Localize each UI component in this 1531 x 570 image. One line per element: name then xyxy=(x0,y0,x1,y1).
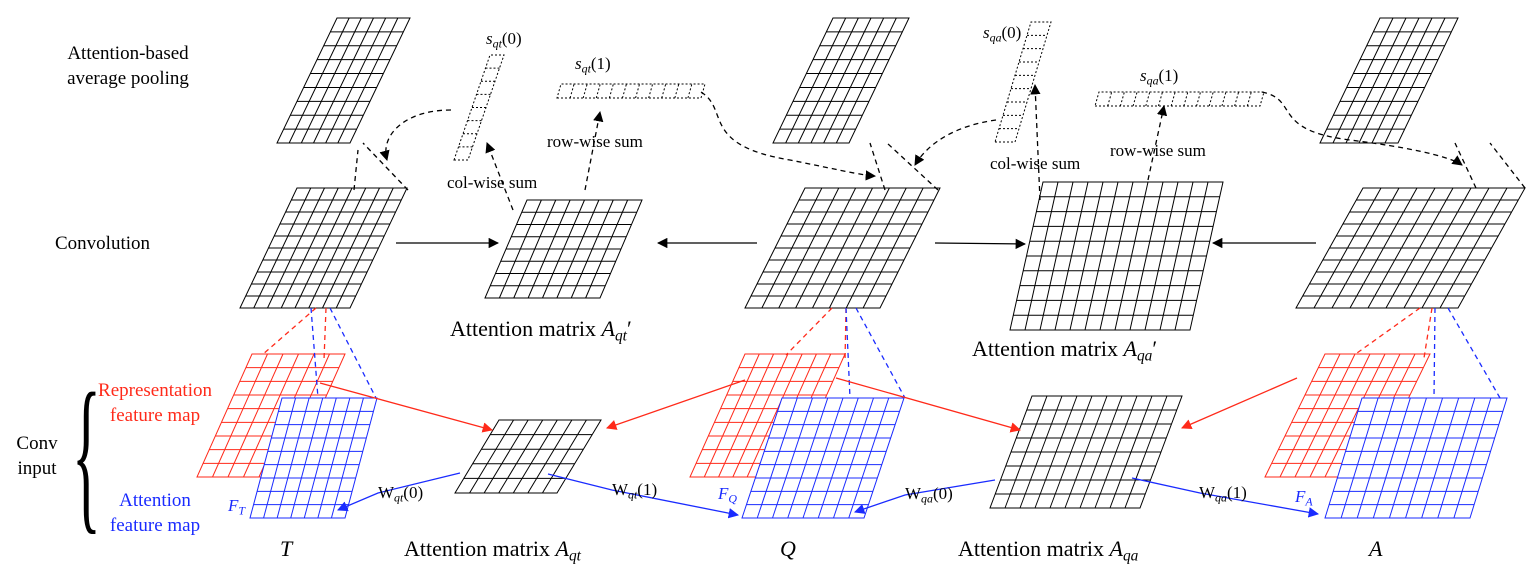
attention-matrix-qt-prime-grid xyxy=(484,199,643,299)
input-T-label: T xyxy=(280,536,293,561)
conv-grid-T xyxy=(239,187,408,309)
w-qa-1-label: Wqa(1) xyxy=(1199,483,1247,505)
s-qt-1-label: sqt(1) xyxy=(575,54,611,76)
connector-layer xyxy=(261,83,1526,519)
input-T-attention xyxy=(249,397,378,519)
colsum-arrow-qt xyxy=(485,142,514,211)
proj-in-T-b1 xyxy=(310,307,319,399)
proj-in-A-r1 xyxy=(1356,307,1421,354)
convolution-row-label: Convolution xyxy=(55,233,151,254)
input-Q-label: Q xyxy=(780,536,796,561)
input-A-label: A xyxy=(1369,536,1383,561)
attention-matrix-qt-grid xyxy=(454,419,602,494)
attention-matrix-qa-grid xyxy=(989,395,1183,509)
pooling-row-label: Attention-based average pooling xyxy=(67,43,189,89)
feature-map-Q-label: FQ xyxy=(718,484,737,506)
attention-legend: Attention feature map xyxy=(109,490,201,536)
input-A-attention xyxy=(1324,397,1508,519)
pool-grid-T xyxy=(276,17,411,144)
proj-in-Q-r2 xyxy=(844,307,847,363)
attention-matrix-qt-prime-label: Attention matrix Aqt′ xyxy=(450,316,632,345)
proj-in-A-r2 xyxy=(1423,307,1433,359)
proj-in-A-b2 xyxy=(1447,307,1501,399)
col-wise-sum-label-qa: col-wise sum xyxy=(990,154,1081,173)
s-qa-1-vector xyxy=(1094,91,1265,107)
proj-in-T-r2 xyxy=(323,307,327,361)
colsum-arrow-qa xyxy=(1030,83,1041,201)
row-wise-sum-label-qa: row-wise sum xyxy=(1110,141,1206,160)
s-qt-0-vector xyxy=(453,54,505,161)
pool-arrow-sqa0-Q xyxy=(914,119,997,166)
rowsum-arrow-qa xyxy=(1147,104,1168,181)
proj-in-T-b2 xyxy=(329,307,377,399)
pool-arrow-sqt1-Q xyxy=(700,91,877,181)
attention-matrix-qt-label: Attention matrix Aqt xyxy=(404,536,581,565)
attention-matrix-qa-prime-grid xyxy=(1009,181,1224,331)
w-qt-1-label: Wqt(1) xyxy=(612,480,658,502)
s-qt-0-label: sqt(0) xyxy=(486,29,522,51)
red-arrow-T-to-Aqt xyxy=(319,382,494,433)
w-qa-0-label: Wqa(0) xyxy=(905,484,953,506)
red-arrow-Q-to-Aqt xyxy=(606,379,746,430)
blue-W-qt-0 xyxy=(337,472,461,512)
proj-T-2 xyxy=(362,142,409,191)
pool-arrow-sqt0-T xyxy=(379,109,452,162)
pool-grid-A xyxy=(1319,17,1459,144)
feature-map-T-label: FT xyxy=(228,496,246,518)
s-qa-0-vector xyxy=(994,21,1052,143)
blue-W-qa-0 xyxy=(854,479,996,514)
proj-T-1 xyxy=(353,149,359,191)
grid-layer xyxy=(196,17,1526,519)
proj-A-1 xyxy=(1454,142,1477,189)
proj-in-Q-b1 xyxy=(845,307,851,399)
blue-W-qa-1 xyxy=(1131,477,1320,518)
proj-in-Q-b2 xyxy=(855,307,906,399)
w-qt-0-label: Wqt(0) xyxy=(378,483,424,505)
conv-input-brace-icon: { xyxy=(72,359,101,549)
s-qa-0-label: sqa(0) xyxy=(983,23,1022,45)
s-qa-1-label: sqa(1) xyxy=(1140,66,1179,88)
attention-matrix-qa-prime-label: Attention matrix Aqa′ xyxy=(972,336,1158,365)
col-wise-sum-label-qt: col-wise sum xyxy=(447,173,538,192)
red-arrow-Q-to-Aqa xyxy=(835,377,1022,433)
proj-Q-2 xyxy=(886,142,939,191)
proj-in-A-b1 xyxy=(1433,307,1436,399)
proj-A-2 xyxy=(1489,142,1526,189)
row-wise-sum-label-qt: row-wise sum xyxy=(547,132,643,151)
input-A-representation xyxy=(1264,353,1431,478)
representation-legend: Representation feature map xyxy=(98,380,212,426)
rowsum-arrow-qt xyxy=(584,110,604,191)
red-arrow-A-to-Aqa xyxy=(1181,377,1298,430)
conv-grid-Q xyxy=(744,187,941,309)
proj-in-T-r1 xyxy=(261,307,317,356)
arrow-Q-to-Aqa-prime xyxy=(934,238,1027,250)
conv-grid-A xyxy=(1295,187,1526,309)
proj-in-Q-r1 xyxy=(785,307,833,356)
input-Q-attention xyxy=(741,397,905,519)
pool-grid-Q xyxy=(772,17,910,144)
conv-input-row-label: Conv input xyxy=(16,433,58,479)
attention-matrix-qa-label: Attention matrix Aqa xyxy=(958,536,1139,565)
proj-Q-1 xyxy=(869,142,886,191)
blue-W-qt-1 xyxy=(547,473,740,519)
s-qt-1-vector xyxy=(556,83,706,99)
feature-map-A-label: FA xyxy=(1295,487,1313,509)
